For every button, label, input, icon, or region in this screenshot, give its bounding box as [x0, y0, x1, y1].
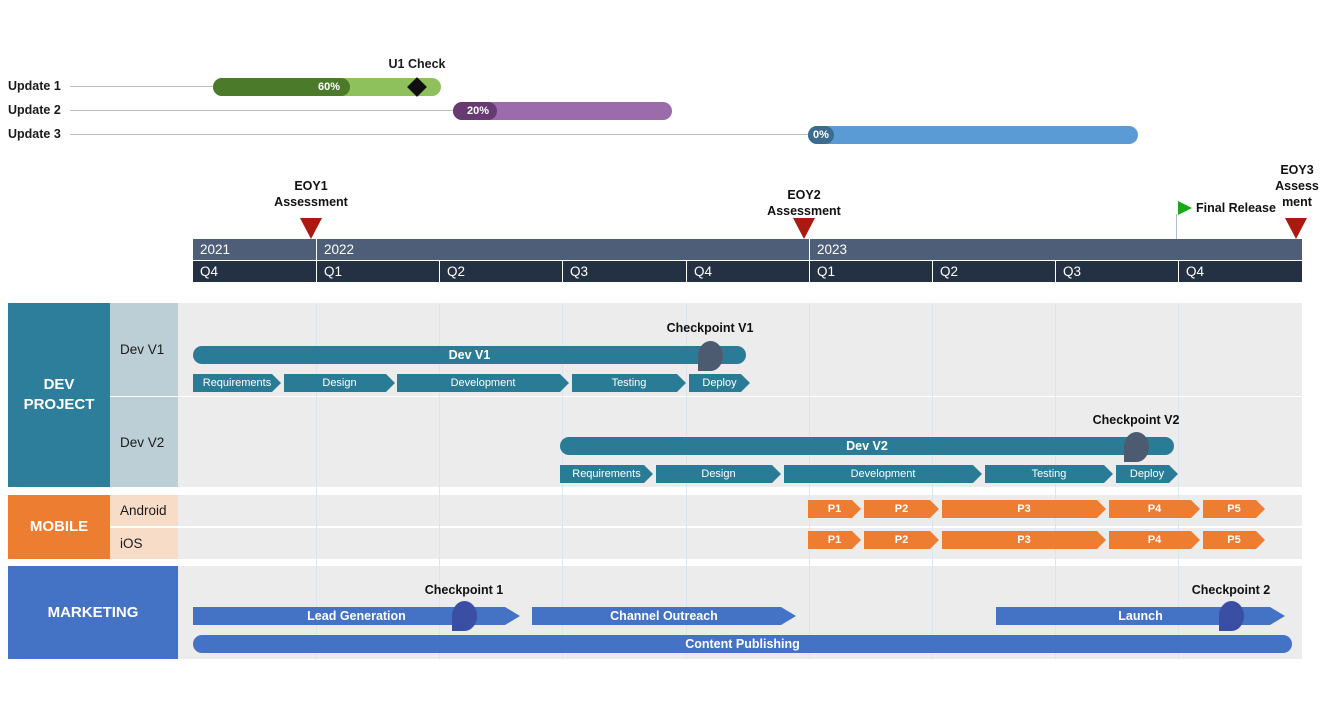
gridline-q2-2022 — [439, 303, 440, 659]
ios-phase-p4[interactable]: P4 — [1109, 531, 1200, 549]
final-release-label: Final Release — [1196, 201, 1276, 215]
android-phase-p5[interactable]: P5 — [1203, 500, 1265, 518]
ios-phase-p2[interactable]: P2 — [864, 531, 939, 549]
update2-connector-line — [70, 110, 453, 111]
update2-bar[interactable]: 20% — [453, 102, 672, 120]
update1-label: Update 1 — [8, 79, 61, 93]
eoy3-assessment-label: EOY3 Assess ment — [1275, 163, 1319, 209]
dev-v2-task-deploy[interactable]: Deploy — [1116, 465, 1178, 483]
quarter-cell-2022q2: Q2 — [439, 261, 562, 282]
gridline-q1-2022 — [316, 303, 317, 659]
eoy2-assessment-label: EOY2 Assessment — [767, 188, 841, 218]
ios-phase-p5[interactable]: P5 — [1203, 531, 1265, 549]
quarter-cell-2023q4: Q4 — [1178, 261, 1302, 282]
checkpoint-v1-pin-icon[interactable] — [698, 341, 723, 371]
dev-v1-task-development[interactable]: Development — [397, 374, 569, 392]
dev-v2-task-development[interactable]: Development — [784, 465, 982, 483]
update3-progress-fill — [808, 126, 834, 144]
android-phase-p2[interactable]: P2 — [864, 500, 939, 518]
dev-v1-task-testing[interactable]: Testing — [572, 374, 686, 392]
dev-v1-summary-bar[interactable]: Dev V1 — [193, 346, 746, 364]
marketing-bar-launch[interactable]: Launch — [996, 607, 1285, 625]
quarter-cell-2022q3: Q3 — [562, 261, 686, 282]
android-phase-p1[interactable]: P1 — [808, 500, 861, 518]
mobile-lane-header: MOBILE — [8, 495, 110, 559]
checkpoint-1-pin-icon[interactable] — [452, 601, 477, 631]
final-release-flag-icon[interactable] — [1178, 201, 1192, 215]
quarter-cell-2023q3: Q3 — [1055, 261, 1178, 282]
eoy1-milestone-icon[interactable] — [300, 218, 322, 239]
dev-v2-task-requirements[interactable]: Requirements — [560, 465, 653, 483]
update3-connector-line — [70, 134, 808, 135]
dev-v1-task-requirements[interactable]: Requirements — [193, 374, 281, 392]
quarter-cell-2022q4: Q4 — [686, 261, 809, 282]
update1-progress-fill — [213, 78, 350, 96]
dev-v2-sublane-label: Dev V2 — [110, 397, 178, 487]
update2-progress-fill — [453, 102, 497, 120]
year-band-2022: 2022 — [316, 239, 809, 260]
gridline-q4-2023 — [1178, 303, 1179, 659]
eoy3-milestone-icon[interactable] — [1285, 218, 1307, 239]
checkpoint-2-pin-icon[interactable] — [1219, 601, 1244, 631]
android-phase-p4[interactable]: P4 — [1109, 500, 1200, 518]
update3-progress-text: 0% — [813, 129, 829, 141]
dev-v1-sublane-label: Dev V1 — [110, 303, 178, 396]
eoy2-milestone-icon[interactable] — [793, 218, 815, 239]
year-band-2023: 2023 — [809, 239, 1302, 260]
final-release-stem-line — [1176, 214, 1177, 239]
quarter-cell-2021q4: Q4 — [193, 261, 316, 282]
quarter-cell-2023q1: Q1 — [809, 261, 932, 282]
checkpoint-2-label: Checkpoint 2 — [1191, 583, 1271, 597]
update1-connector-line — [70, 86, 213, 87]
update3-bar[interactable]: 0% — [808, 126, 1138, 144]
dev-v2-summary-bar[interactable]: Dev V2 — [560, 437, 1174, 455]
marketing-bar-channel-outreach[interactable]: Channel Outreach — [532, 607, 796, 625]
update2-progress-text: 20% — [467, 105, 490, 117]
update1-progress-text: 60% — [318, 81, 341, 93]
android-phase-p3[interactable]: P3 — [942, 500, 1106, 518]
eoy1-assessment-label: EOY1 Assessment — [274, 179, 348, 209]
marketing-bar-lead-generation[interactable]: Lead Generation — [193, 607, 520, 625]
checkpoint-1-label: Checkpoint 1 — [424, 583, 504, 597]
dev-v2-task-design[interactable]: Design — [656, 465, 781, 483]
android-sublane-label: Android — [110, 495, 178, 526]
ios-phase-p3[interactable]: P3 — [942, 531, 1106, 549]
dev-v1-task-deploy[interactable]: Deploy — [689, 374, 750, 392]
checkpoint-v1-label: Checkpoint V1 — [666, 321, 754, 335]
quarter-cell-2022q1: Q1 — [316, 261, 439, 282]
dev-v2-task-testing[interactable]: Testing — [985, 465, 1113, 483]
checkpoint-v2-pin-icon[interactable] — [1124, 432, 1149, 462]
ios-phase-p1[interactable]: P1 — [808, 531, 861, 549]
quarter-cell-2023q2: Q2 — [932, 261, 1055, 282]
marketing-lane-header: MARKETING — [8, 566, 178, 659]
dev-v1-task-design[interactable]: Design — [284, 374, 395, 392]
update3-label: Update 3 — [8, 127, 61, 141]
update2-label: Update 2 — [8, 103, 61, 117]
year-band-2021: 2021 — [193, 239, 316, 260]
checkpoint-v2-label: Checkpoint V2 — [1092, 413, 1180, 427]
u1-check-label: U1 Check — [388, 57, 446, 71]
dev-project-lane-header: DEV PROJECT — [8, 303, 110, 487]
marketing-bar-content-publishing[interactable]: Content Publishing — [193, 635, 1292, 653]
ios-sublane-label: iOS — [110, 528, 178, 559]
update1-bar[interactable]: 60% — [213, 78, 441, 96]
